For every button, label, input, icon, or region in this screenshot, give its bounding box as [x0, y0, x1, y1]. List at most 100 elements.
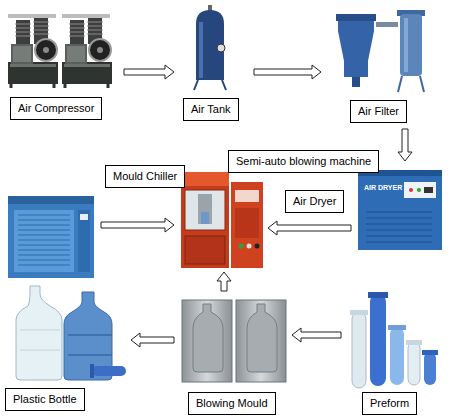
air-compressor-illustration [64, 64, 110, 67]
air-dryer-illustration [358, 170, 442, 250]
air-compressor-illustration [10, 64, 56, 67]
plastic-bottle-illustration [90, 364, 94, 378]
node-label: Mould Chiller [105, 165, 185, 188]
mould-chiller-illustration [78, 210, 90, 272]
air-filter-illustration [338, 21, 374, 77]
blowing-machine-illustration [201, 212, 209, 224]
mould-chiller-illustration [8, 196, 94, 278]
node-label: Air Compressor [10, 97, 102, 120]
process-node: Plastic Bottle [5, 280, 127, 412]
blowing-mould-illustration [236, 300, 286, 382]
blowing-machine-illustration [181, 172, 229, 186]
flow-arrow [268, 221, 351, 235]
preform-illustration [368, 292, 388, 298]
plastic-bottle-illustration [20, 330, 60, 350]
flow-arrow [292, 328, 341, 342]
air-dryer-illustration [358, 170, 442, 250]
plastic-bottle-illustration [16, 286, 62, 380]
air-compressor-illustration [70, 20, 84, 44]
air-tank-illustration [194, 5, 226, 90]
air-compressor-illustration [11, 44, 33, 64]
air-compressor-illustration [62, 14, 112, 88]
flow-arrow [124, 65, 174, 79]
air-compressor-illustration [67, 46, 85, 62]
air-compressor-illustration [65, 44, 87, 64]
blowing-machine-illustration [181, 172, 263, 268]
air-dryer-illustration [424, 187, 433, 193]
mould-chiller-illustration [8, 196, 94, 204]
node-label: Plastic Bottle [5, 388, 85, 411]
blowing-machine-illustration [235, 208, 259, 238]
process-node: Air Dryer [355, 165, 445, 253]
blowing-mould-illustration [182, 300, 232, 382]
preform-illustration [424, 352, 436, 385]
blowing-mould-illustration [182, 300, 286, 382]
air-filter-illustration [400, 14, 422, 76]
air-compressor-illustration [13, 46, 31, 62]
node-label: Semi-auto blowing machine [228, 150, 379, 173]
node-label: Blowing Mould [188, 392, 276, 415]
blowing-machine-illustration [198, 194, 212, 224]
blowing-machine-illustration [239, 244, 244, 249]
process-node: Semi-auto blowing machine [178, 148, 264, 268]
flow-arrow [131, 333, 174, 347]
preform-illustration [408, 342, 420, 385]
flow-arrow [254, 65, 321, 79]
preform-illustration [390, 327, 404, 385]
air-filter-illustration [352, 77, 360, 87]
blowing-machine-illustration [235, 190, 259, 202]
air-compressor-illustration [69, 24, 85, 36]
preform-illustration [350, 292, 438, 388]
air-dryer-illustration [409, 188, 413, 192]
process-node: Air Tank [178, 5, 250, 125]
process-node: Blowing Mould [178, 295, 288, 413]
air-compressor-illustration [43, 47, 49, 53]
air-compressor-illustration [35, 39, 57, 61]
plastic-bottle-illustration [68, 335, 112, 355]
air-dryer-illustration [404, 182, 436, 198]
air-dryer-illustration [366, 212, 432, 242]
air-filter-illustration [398, 76, 424, 92]
mould-chiller-illustration [8, 196, 94, 278]
air-compressor-illustration [89, 39, 111, 61]
blowing-machine-illustration [255, 244, 260, 249]
flow-arrow [217, 272, 231, 291]
flow-arrow [101, 218, 174, 232]
process-node: Preform [345, 288, 445, 414]
air-compressor-illustration [16, 20, 30, 44]
blowing-machine-illustration [247, 244, 252, 249]
air-filter-illustration [336, 14, 376, 21]
preform-illustration [350, 310, 368, 315]
blowing-mould-illustration [193, 304, 223, 372]
air-compressor-illustration [11, 84, 54, 88]
plastic-bottle-illustration [92, 366, 126, 376]
air-compressor-illustration [8, 62, 58, 84]
blowing-machine-illustration [185, 190, 225, 230]
air-compressor-illustration [8, 14, 56, 18]
air-tank-illustration [199, 22, 203, 78]
air-compressor-illustration [62, 14, 110, 18]
air-compressor-illustration [15, 24, 31, 36]
air-compressor-illustration [65, 84, 108, 88]
flow-arrow [398, 129, 412, 161]
process-node: Mould Chiller [5, 190, 97, 282]
preform-illustration [388, 325, 406, 330]
air-compressor-illustration [87, 22, 103, 34]
preform-illustration [352, 312, 366, 388]
process-node: Air Compressor [5, 5, 120, 125]
air-compressor-illustration [97, 47, 103, 53]
air-filter-illustration [404, 18, 408, 72]
air-compressor-illustration [8, 14, 58, 88]
node-label: Preform [362, 392, 417, 415]
node-label: Air Filter [350, 100, 407, 123]
air-compressor-illustration [33, 22, 49, 34]
blowing-mould-illustration [247, 304, 277, 372]
air-compressor-illustration [8, 14, 112, 88]
blowing-machine-illustration [185, 236, 225, 264]
blowing-machine-illustration [231, 182, 263, 268]
preform-illustration [370, 294, 386, 386]
air-compressor-illustration [62, 62, 112, 84]
